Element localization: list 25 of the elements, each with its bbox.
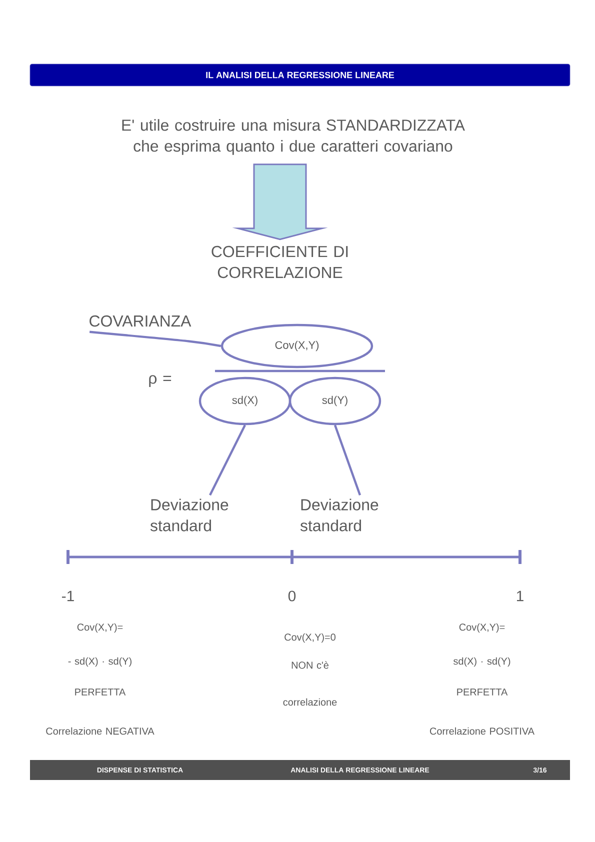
- title-band: IL ANALISI DELLA REGRESSIONE LINEARE: [30, 64, 570, 86]
- connector-line: [334, 424, 362, 496]
- formula-label: ρ =: [149, 375, 172, 387]
- scale-value: 1: [516, 590, 524, 602]
- case-text: Cov(X,Y)=: [77, 623, 123, 633]
- case-text: Correlazione NEGATIVA: [46, 727, 154, 735]
- result-text: COEFFICIENTE DI CORRELAZIONE: [212, 246, 348, 278]
- case-text: Cov(X,Y)=: [459, 623, 505, 633]
- case-text: PERFETTA: [75, 688, 126, 696]
- case-text: NON c'è: [292, 661, 328, 669]
- case-text: Correlazione POSITIVA: [430, 727, 534, 735]
- term-label: Deviazione standard: [300, 498, 378, 532]
- case-text: correlazione: [283, 698, 337, 706]
- scale-value: 0: [288, 590, 296, 602]
- term-label: Deviazione standard: [150, 498, 228, 532]
- block-arrow: [232, 164, 328, 240]
- term-label: COVARIANZA: [90, 315, 192, 327]
- case-text: - sd(X) · sd(Y): [68, 657, 132, 667]
- scale-value: -1: [62, 590, 74, 602]
- case-text: Cov(X,Y)=0: [284, 633, 336, 643]
- case-text: PERFETTA: [457, 688, 508, 696]
- connector-line: [209, 424, 246, 496]
- case-text: sd(X) · sd(Y): [454, 657, 510, 667]
- leader-line: [89, 330, 222, 348]
- intro-text: E' utile costruire una misura STANDARDIZZATA che esprima quanto i due caratteri covariano: [122, 119, 465, 155]
